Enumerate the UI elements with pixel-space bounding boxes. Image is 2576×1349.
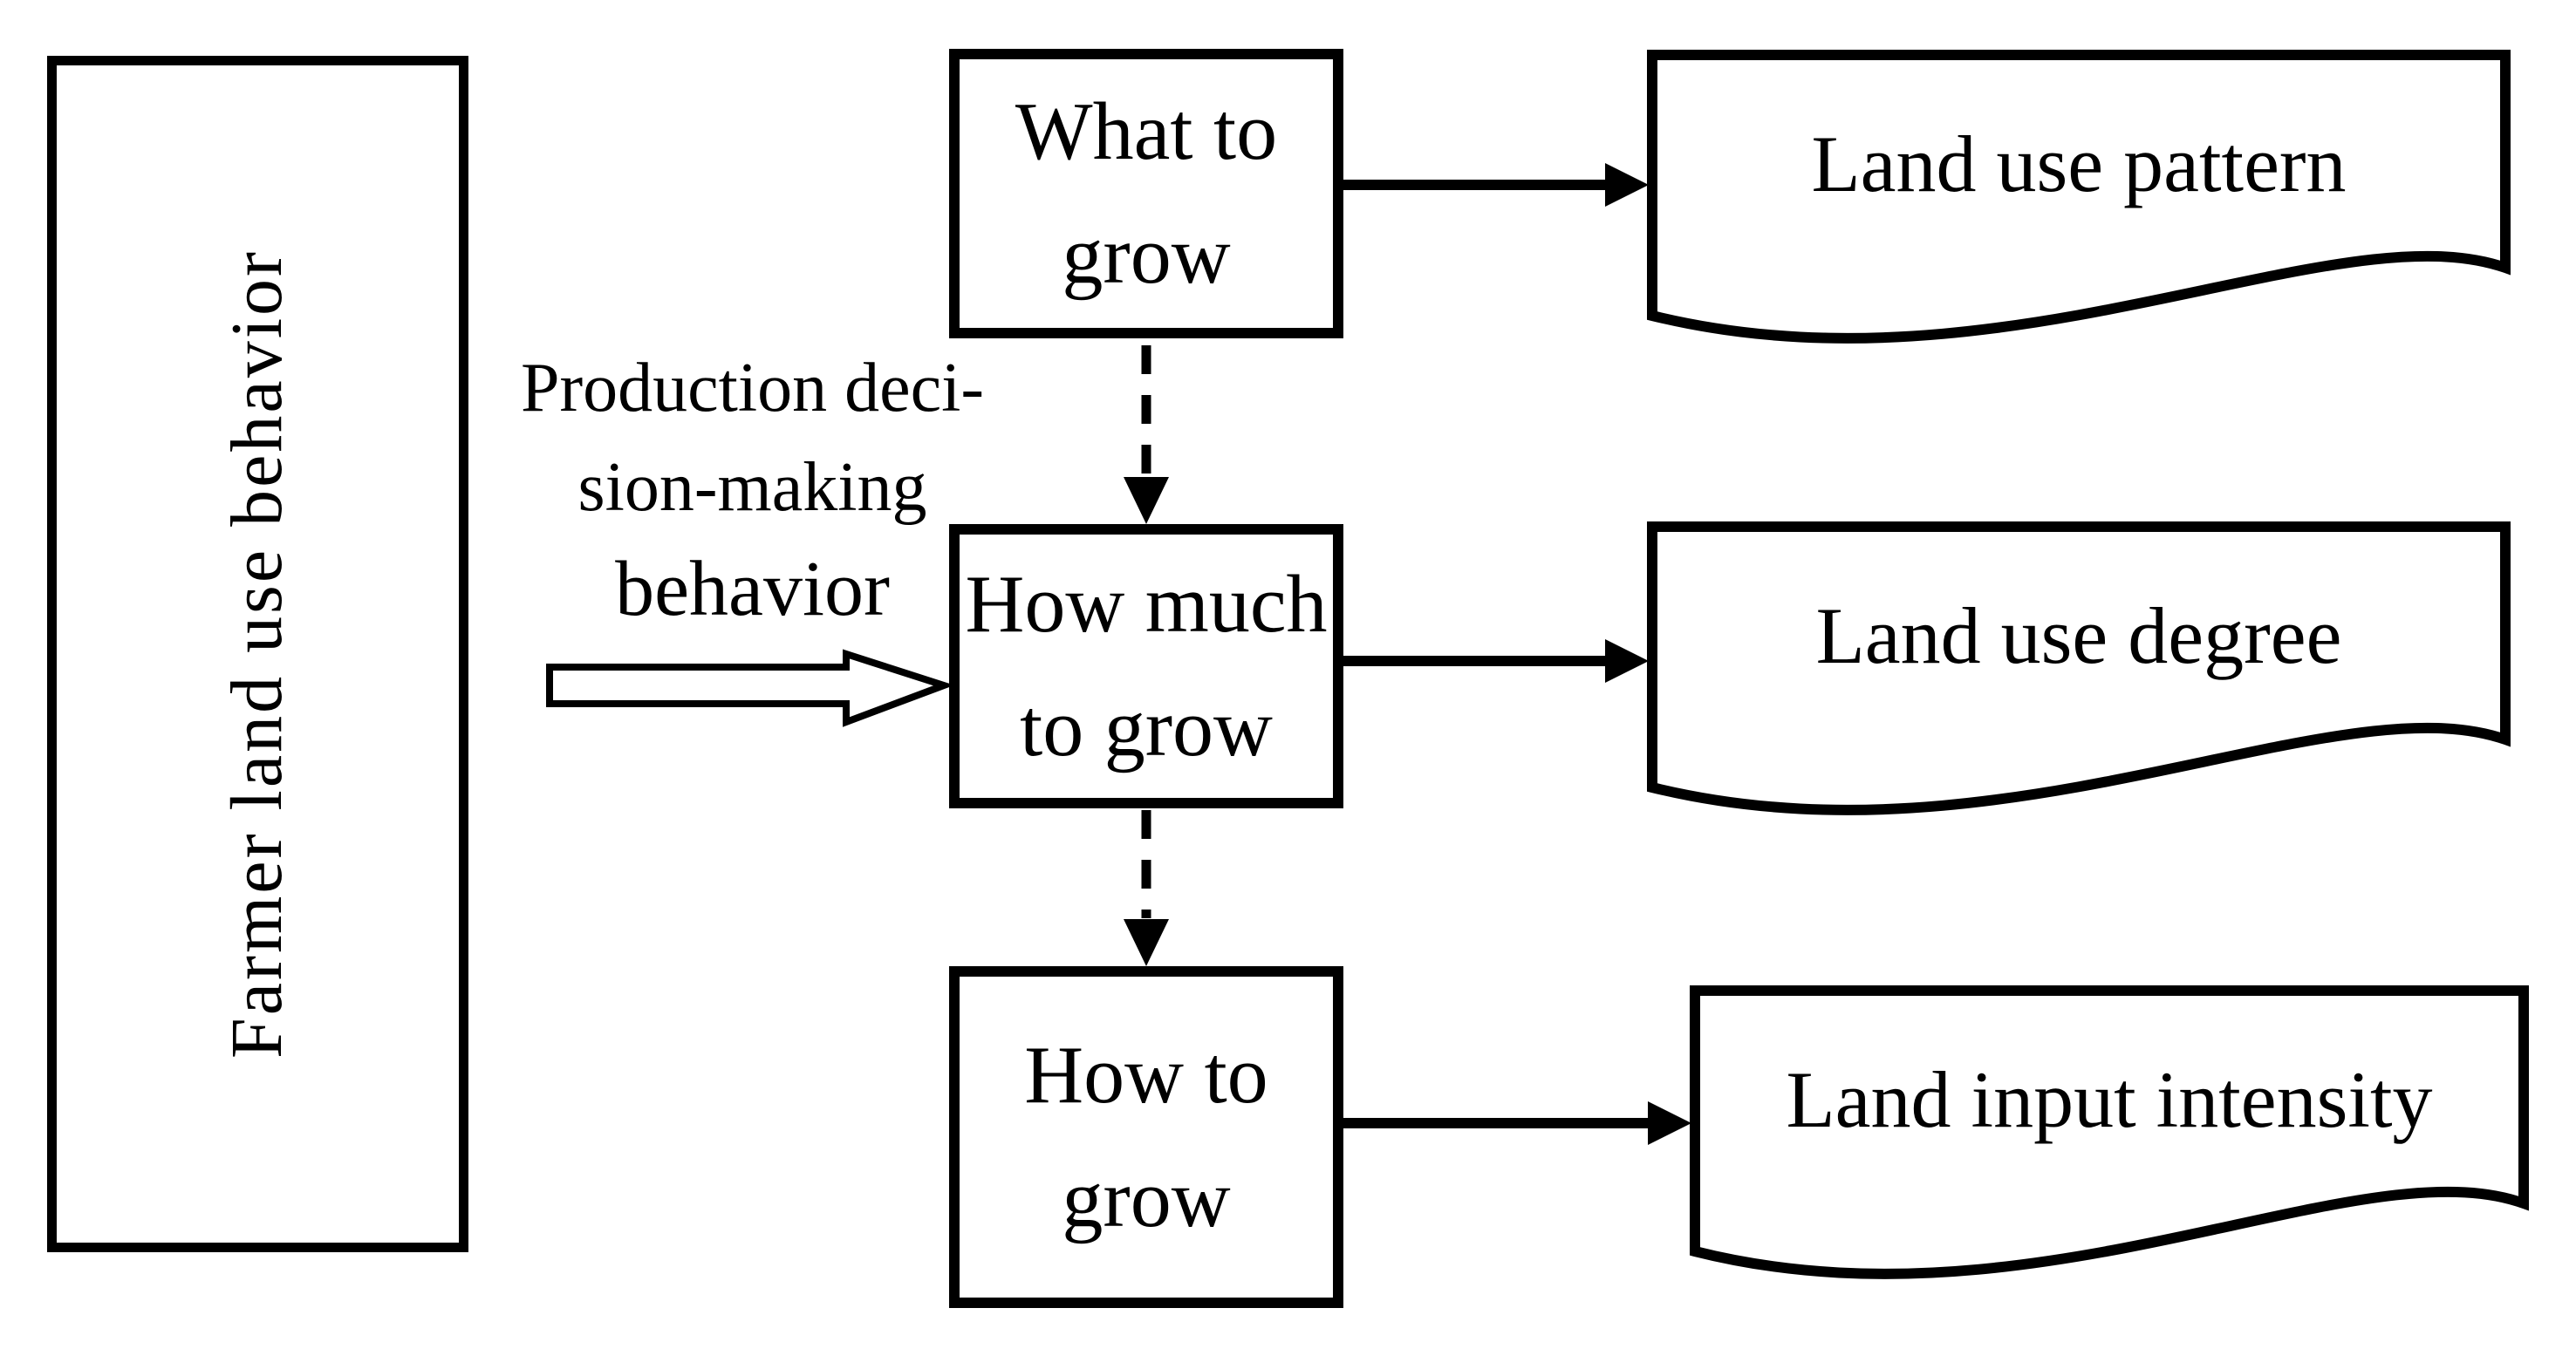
solid-arrow-right-icon-1 bbox=[1343, 163, 1649, 207]
document-land-use-pattern-label: Land use pattern bbox=[1811, 119, 2347, 209]
process-box-how-to-grow-line2: grow bbox=[1062, 1154, 1231, 1244]
document-land-input-intensity: Land input intensity bbox=[1690, 985, 2529, 1291]
production-decision-caption-line1: Production deci- bbox=[521, 350, 984, 426]
document-shape-icon bbox=[1647, 50, 2511, 344]
process-box-what-to-grow-line2: grow bbox=[1062, 210, 1231, 301]
process-box-how-to-grow: How to grow bbox=[949, 966, 1343, 1308]
process-box-how-much-to-grow: How much to grow bbox=[949, 524, 1343, 808]
farmer-land-use-behavior-box: Farmer land use behavior bbox=[47, 56, 468, 1252]
farmer-land-use-behavior-label: Farmer land use behavior bbox=[216, 249, 298, 1059]
solid-arrow-right-icon-2 bbox=[1343, 639, 1649, 683]
document-shape-icon bbox=[1647, 521, 2511, 815]
production-decision-caption-line3: behavior bbox=[615, 546, 890, 632]
document-land-use-pattern: Land use pattern bbox=[1647, 50, 2511, 355]
process-box-what-to-grow: What to grow bbox=[949, 49, 1343, 338]
process-box-how-to-grow-line1: How to bbox=[1024, 1030, 1268, 1121]
document-land-use-degree-label: Land use degree bbox=[1815, 591, 2342, 681]
dashed-arrow-down-icon-2 bbox=[1124, 810, 1169, 966]
production-decision-caption-line2: sion-making bbox=[577, 449, 927, 526]
process-box-how-much-to-grow-line2: to grow bbox=[1020, 683, 1273, 773]
block-arrow-icon bbox=[546, 649, 955, 727]
process-box-what-to-grow-line1: What to bbox=[1015, 86, 1278, 177]
document-land-input-intensity-label: Land input intensity bbox=[1786, 1055, 2433, 1145]
production-decision-caption: Production deci- sion-making behavior bbox=[471, 338, 1034, 642]
document-shape-icon bbox=[1690, 985, 2529, 1279]
process-box-how-much-to-grow-line1: How much bbox=[965, 559, 1328, 650]
solid-arrow-right-icon-3 bbox=[1343, 1101, 1691, 1145]
dashed-arrow-down-icon-1 bbox=[1124, 345, 1169, 524]
document-land-use-degree: Land use degree bbox=[1647, 521, 2511, 827]
